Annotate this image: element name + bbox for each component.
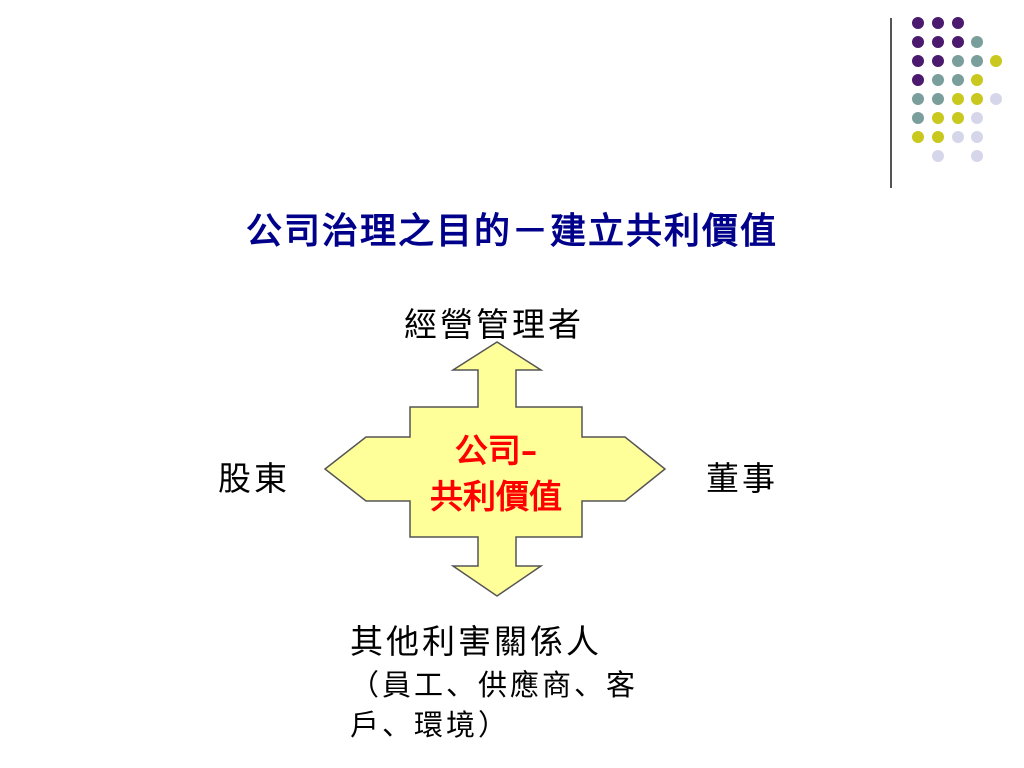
dot bbox=[912, 36, 924, 48]
dot bbox=[990, 55, 1002, 67]
dot bbox=[932, 131, 944, 143]
dot bbox=[971, 131, 983, 143]
dot bbox=[952, 93, 964, 105]
dot bbox=[912, 55, 924, 67]
dot bbox=[952, 131, 964, 143]
dot bbox=[912, 74, 924, 86]
dot bbox=[932, 150, 944, 162]
dot bbox=[971, 36, 983, 48]
dot bbox=[971, 74, 983, 86]
dot bbox=[912, 17, 924, 29]
dot bbox=[932, 55, 944, 67]
dot bbox=[971, 150, 983, 162]
top-label-management: 經營管理者 bbox=[404, 305, 584, 344]
dot bbox=[952, 55, 964, 67]
center-text-line2: 共利價值 bbox=[430, 477, 562, 516]
dot bbox=[932, 112, 944, 124]
left-label-shareholders: 股東 bbox=[218, 459, 290, 498]
dot bbox=[952, 17, 964, 29]
dot bbox=[932, 36, 944, 48]
dot bbox=[932, 74, 944, 86]
dot bbox=[990, 93, 1002, 105]
bottom-note-stakeholder-list: （員工、供應商、客戶、環境） bbox=[350, 668, 639, 742]
bottom-label-stakeholders: 其他利害關係人 bbox=[350, 622, 602, 661]
dot bbox=[971, 112, 983, 124]
center-text-line1: 公司– bbox=[454, 431, 538, 470]
center-text: 公司– 共利價值 bbox=[410, 428, 582, 520]
right-label-directors: 董事 bbox=[706, 459, 778, 498]
dot bbox=[912, 112, 924, 124]
page-title: 公司治理之目的－建立共利價值 bbox=[245, 210, 778, 252]
dot bbox=[971, 93, 983, 105]
dot bbox=[971, 55, 983, 67]
four-way-arrow bbox=[323, 341, 667, 597]
vertical-divider bbox=[890, 18, 892, 188]
dot bbox=[952, 36, 964, 48]
dot bbox=[932, 17, 944, 29]
dot bbox=[952, 112, 964, 124]
decorative-dot-grid bbox=[912, 17, 1002, 162]
dot bbox=[932, 93, 944, 105]
dot bbox=[952, 74, 964, 86]
dot bbox=[912, 131, 924, 143]
dot bbox=[912, 93, 924, 105]
